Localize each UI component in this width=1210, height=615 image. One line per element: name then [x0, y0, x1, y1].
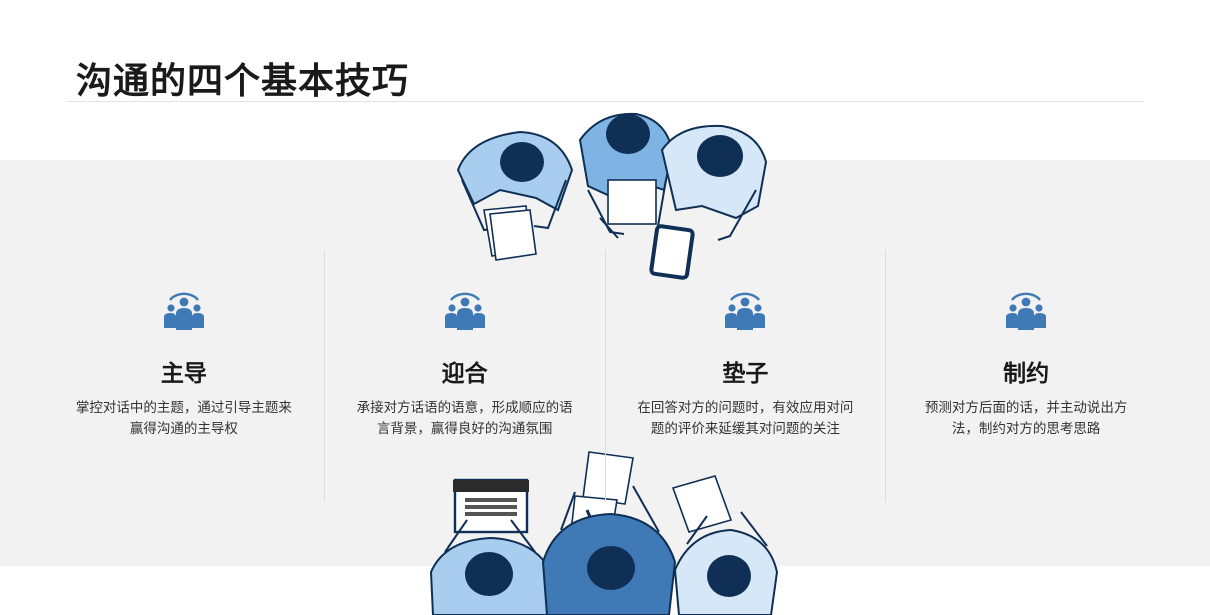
- team-icon: [1006, 292, 1047, 330]
- page-title: 沟通的四个基本技巧: [76, 61, 410, 102]
- technique-title: 主导: [160, 361, 207, 387]
- technique-card-4: 制约 预测对方后面的话，并主动说出方法，制约对方的思考思路: [886, 250, 1166, 502]
- team-icon: [444, 292, 485, 330]
- meeting-illustration-bottom: [429, 451, 779, 615]
- technique-description: 预测对方后面的话，并主动说出方法，制约对方的思考思路: [924, 400, 1128, 437]
- meeting-illustration-top: [456, 112, 768, 280]
- title-divider: [66, 101, 1144, 102]
- technique-description: 在回答对方的问题时，有效应用对问题的评价来延缓其对问题的关注: [637, 400, 854, 437]
- technique-card-2: 迎合 承接对方话语的语意，形成顺应的语言背景，赢得良好的沟通氛围: [325, 250, 606, 502]
- technique-title: 迎合: [441, 361, 488, 387]
- team-icon: [163, 292, 204, 330]
- technique-card-3: 垫子 在回答对方的问题时，有效应用对问题的评价来延缓其对问题的关注: [606, 250, 887, 502]
- technique-title: 制约: [1003, 361, 1050, 387]
- technique-description: 掌控对话中的主题，通过引导主题来赢得沟通的主导权: [75, 400, 292, 437]
- team-icon: [725, 292, 766, 330]
- technique-description: 承接对方话语的语意，形成顺应的语言背景，赢得良好的沟通氛围: [356, 400, 573, 437]
- techniques-row: 主导 掌控对话中的主题，通过引导主题来赢得沟通的主导权 迎合 承接对方话语的语意…: [44, 250, 1166, 502]
- technique-card-1: 主导 掌控对话中的主题，通过引导主题来赢得沟通的主导权: [44, 250, 325, 502]
- technique-title: 垫子: [722, 361, 769, 387]
